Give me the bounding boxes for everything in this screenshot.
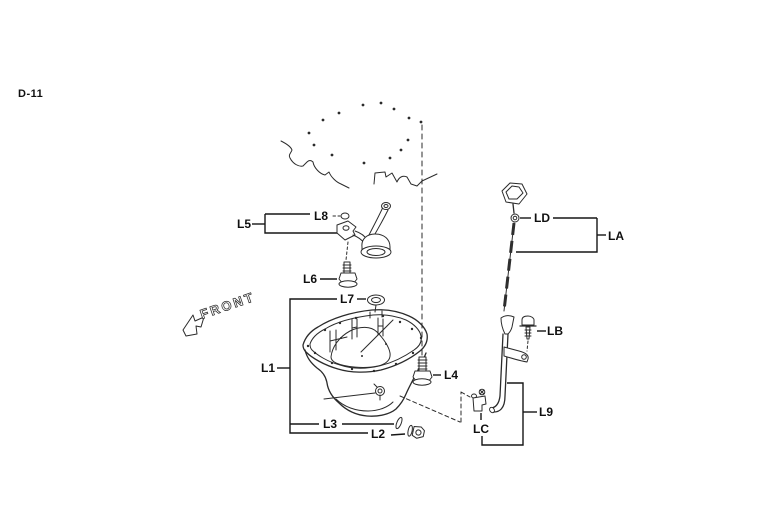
callout-l5: L5	[237, 217, 251, 231]
engine-block-outline	[280, 101, 438, 189]
callout-l7: L7	[340, 292, 354, 306]
o-ring-l8	[340, 212, 350, 220]
callout-lc: LC	[473, 422, 489, 436]
fitting-lc: LC	[471, 388, 489, 436]
dipstick-tube-drawing	[489, 315, 529, 414]
callout-group-l9: L9	[481, 382, 553, 446]
callout-ld: LD	[534, 211, 550, 225]
page-code: D-11	[18, 88, 43, 100]
front-label: FRONT	[198, 289, 257, 322]
gasket-l7: L7	[340, 292, 385, 313]
callout-l4: L4	[444, 368, 458, 382]
o-ring-ld	[510, 213, 520, 223]
callout-l3: L3	[323, 417, 337, 431]
callout-l6: L6	[303, 272, 317, 286]
callout-l1: L1	[261, 361, 275, 375]
callout-l8: L8	[314, 209, 328, 223]
bolt-lb: LB	[519, 315, 563, 352]
oil-strainer-drawing	[336, 202, 392, 261]
callout-group-l5: L8 L5	[237, 209, 350, 234]
callout-group-l1: L1 L3 L2	[261, 298, 406, 441]
callout-la: LA	[608, 229, 624, 243]
bolt-l4: L4	[412, 356, 458, 386]
bolt-l6: L6	[303, 261, 358, 288]
callout-group-la: LD LA	[516, 211, 624, 253]
callout-l2: L2	[371, 427, 385, 441]
washer-l3	[395, 416, 403, 430]
front-direction-arrow: FRONT	[182, 289, 258, 337]
dipstick-drawing	[501, 182, 528, 312]
callout-l9: L9	[539, 405, 553, 419]
pan-to-fitting-dashed-line	[399, 391, 471, 423]
drain-plug-l2	[407, 424, 425, 439]
callout-lb: LB	[547, 324, 563, 338]
oil-pan-drawing	[302, 309, 428, 417]
front-arrow-icon	[182, 314, 205, 337]
